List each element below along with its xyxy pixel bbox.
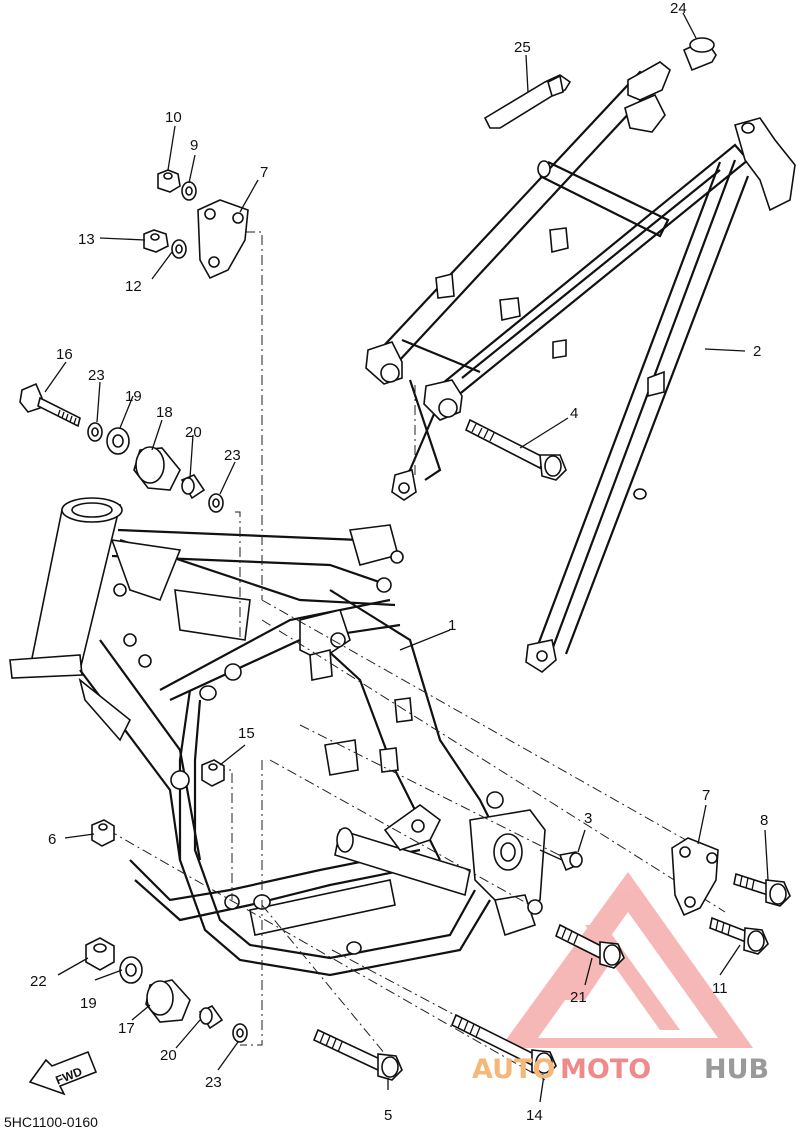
bolt-part-21 [555,923,625,969]
bracket-part-25 [483,74,572,129]
callout-11: 11 [712,980,728,997]
callout-23-middle: 23 [224,447,241,464]
bolt-part-3 [539,849,583,872]
callout-21: 21 [570,989,587,1006]
callout-5: 5 [384,1107,392,1124]
watermark-moto: MOTO [560,1054,651,1085]
washer-part-12 [171,239,187,259]
callout-15: 15 [238,725,255,742]
callout-1: 1 [448,617,456,634]
callout-10: 10 [165,109,182,126]
engine-mount-plate-part-7-top [197,199,249,280]
callout-20-upper: 20 [185,424,202,441]
callout-16: 16 [56,346,73,363]
watermark-hub: HUB [704,1054,769,1085]
callout-labels: 1 2 4 3 5 6 7 7 8 9 10 11 12 13 14 15 16… [30,0,768,1124]
bushing-part-18 [133,446,181,491]
callout-18: 18 [156,404,173,421]
bolt-part-11 [709,916,769,955]
bolt-part-5 [312,1028,403,1081]
nut-part-13 [143,229,169,253]
callout-19-upper: 19 [125,388,142,405]
watermark-text: AUTO MOTO HUB [472,1054,769,1085]
callout-19-lower: 19 [80,995,97,1012]
main-frame-part-1 [9,497,546,977]
leader-lines [44,12,769,1103]
collar-part-20-upper [180,474,206,500]
callout-17: 17 [118,1020,135,1037]
cap-part-24 [682,37,717,72]
callout-12: 12 [125,278,142,295]
washer-part-9 [181,181,197,201]
washer-part-23-lower [232,1023,248,1043]
callout-8: 8 [760,812,768,829]
rear-subframe-part-2 [365,61,796,673]
collar-part-20-lower [198,1004,224,1030]
callout-23-upper: 23 [88,367,105,384]
callout-24: 24 [670,0,687,17]
callout-22: 22 [30,973,47,990]
forward-direction-arrow: FWD [28,1050,98,1096]
collar-part-19-upper [106,427,130,455]
bushing-part-17 [145,979,191,1023]
callout-23-lower: 23 [205,1074,222,1091]
callout-3: 3 [584,810,592,827]
callout-9: 9 [190,137,198,154]
callout-2: 2 [753,343,761,360]
washer-part-23-middle [208,493,224,513]
callout-4: 4 [570,405,578,422]
collar-part-19-lower [119,956,143,984]
callout-7-bottom: 7 [702,787,710,804]
bolt-part-14 [450,1013,557,1077]
nut-part-10 [157,169,181,193]
callout-6: 6 [48,831,56,848]
bolt-part-8 [733,872,791,907]
bolt-part-4 [464,418,567,481]
washer-part-23-upper [87,422,103,442]
nut-part-15 [201,759,225,787]
callout-7-top: 7 [260,164,268,181]
callout-20-lower: 20 [160,1047,177,1064]
nut-part-6 [91,819,115,847]
assembly-center-lines [107,231,726,1081]
callout-14: 14 [526,1107,543,1124]
bolt-part-16 [19,382,81,428]
nut-part-22 [85,937,115,971]
watermark-auto: AUTO [472,1054,555,1085]
callout-25: 25 [514,39,531,56]
diagram-code: 5HC1100-0160 [4,1114,98,1130]
engine-mount-plate-part-7-bottom [671,837,719,917]
callout-13: 13 [78,231,95,248]
